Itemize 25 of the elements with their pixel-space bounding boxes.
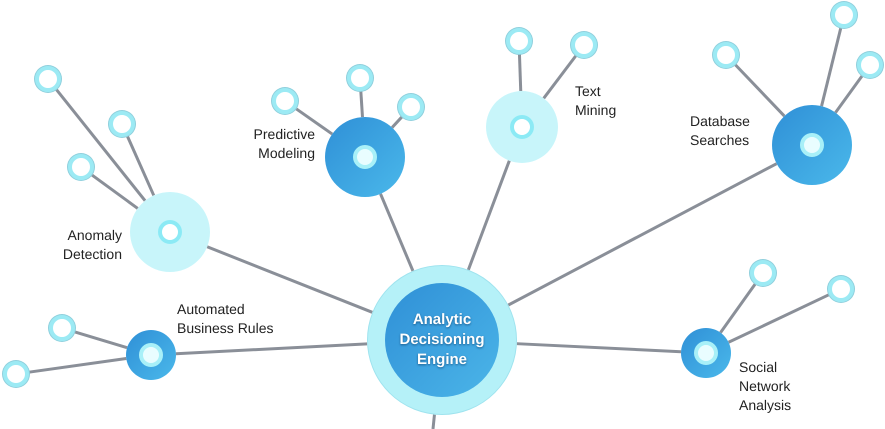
connector-line [542,54,578,100]
category-label: Social Network Analysis [739,358,792,415]
connector-line [54,88,146,202]
connector-line [508,162,778,306]
connector-line [728,293,830,344]
connector-line [432,414,436,429]
connector-line [74,330,128,350]
connector-line [379,193,414,272]
connector-line [176,342,368,356]
connector-line [834,74,864,114]
category-label: Predictive Modeling [252,125,315,163]
connector-line [466,160,511,270]
category-label: Database Searches [690,112,751,150]
category-label: Text Mining [575,82,618,120]
connector-line [359,90,364,118]
category-label: Automated Business Rules [177,300,274,338]
hub-title: Analytic Decisioning Engine [398,310,486,370]
connector-line [516,342,682,354]
connector-line [390,116,404,129]
connector-line [28,357,126,374]
connector-line [126,135,156,196]
connector-line [820,27,842,107]
category-label: Anomaly Detection [62,226,122,264]
connector-line [206,245,373,314]
connector-line [518,54,522,92]
